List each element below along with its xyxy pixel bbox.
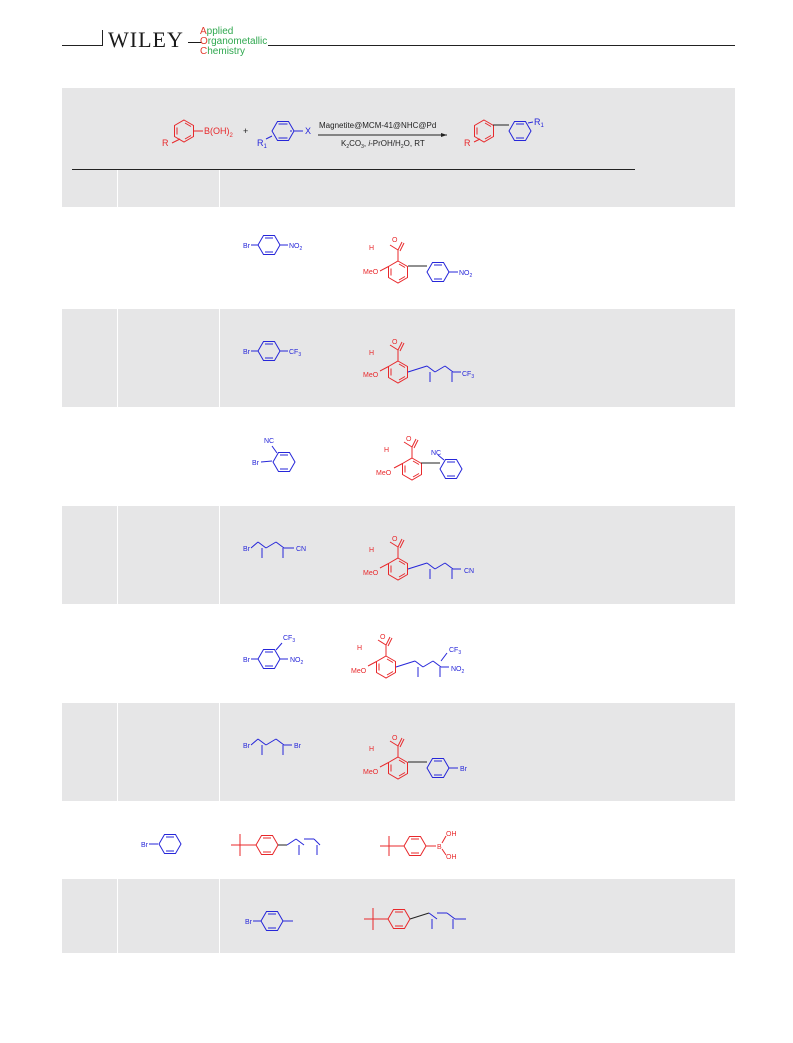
svg-text:O: O — [392, 237, 398, 244]
svg-text:H: H — [384, 447, 389, 454]
header-tick — [102, 30, 103, 46]
svg-text:MeO: MeO — [351, 668, 367, 675]
svg-text:O: O — [392, 735, 398, 742]
col-sep — [219, 309, 220, 407]
svg-text:H: H — [369, 245, 374, 252]
row7-halide: Br — [141, 834, 182, 854]
svg-text:H: H — [369, 547, 374, 554]
row4-halide: Br CN — [243, 541, 306, 558]
row1-product: H O MeO NO2 — [363, 237, 473, 284]
svg-text:CF3: CF3 — [289, 349, 301, 358]
row6-halide: Br Br — [243, 738, 302, 755]
svg-text:OH: OH — [446, 831, 457, 838]
svg-text:O: O — [380, 634, 386, 641]
svg-text:Br: Br — [243, 743, 251, 750]
svg-text:O: O — [406, 436, 412, 443]
header-rule-right — [268, 45, 735, 46]
journal-name: Applied Organometallic Chemistry — [200, 26, 268, 57]
scheme-header-band — [62, 88, 735, 207]
scheme-rule — [72, 169, 635, 170]
row5-halide: CF3 Br NO2 — [243, 635, 304, 669]
publisher-logo: WILEY — [108, 27, 184, 52]
scheme-aryl-halide: X R1 — [257, 121, 311, 150]
row7-boronic: B OH OH — [380, 831, 457, 861]
col-sep — [117, 169, 118, 207]
svg-text:NO2: NO2 — [451, 666, 465, 675]
scheme-boronic-acid: B(OH)2 R — [162, 119, 234, 148]
row-band-8 — [62, 879, 735, 953]
svg-text:Br: Br — [460, 766, 468, 773]
row5-product: H O MeO CF3 NO2 — [351, 634, 465, 679]
col-sep — [117, 506, 118, 604]
row2-halide: Br CF3 — [243, 341, 301, 361]
row6-product: H O MeO Br — [363, 735, 468, 780]
svg-text:O: O — [392, 339, 398, 346]
scheme-arrow: Magnetite@MCM-41@NHC@Pd K2CO3, i-PrOH/H2… — [318, 121, 447, 150]
svg-text:Br: Br — [243, 546, 251, 553]
row7-product — [231, 834, 321, 856]
svg-text:Br: Br — [243, 349, 251, 356]
svg-text:Br: Br — [243, 243, 251, 250]
svg-text:K2CO3, i-PrOH/H2O, RT: K2CO3, i-PrOH/H2O, RT — [341, 139, 425, 150]
col-sep — [117, 879, 118, 953]
svg-text:CF3: CF3 — [462, 371, 474, 380]
svg-text:Magnetite@MCM-41@NHC@Pd: Magnetite@MCM-41@NHC@Pd — [319, 121, 436, 130]
logo-dash — [188, 42, 202, 43]
row4-product: H O MeO CN — [363, 536, 474, 581]
svg-text:MeO: MeO — [363, 570, 379, 577]
col-sep — [219, 506, 220, 604]
svg-text:X: X — [305, 126, 311, 136]
row8-halide: Br — [245, 911, 293, 931]
svg-text:NO2: NO2 — [459, 270, 473, 279]
row3-product: H O MeO NC — [376, 436, 463, 481]
col-sep — [219, 879, 220, 953]
svg-text:H: H — [357, 645, 362, 652]
svg-text:CF3: CF3 — [449, 647, 461, 656]
col-sep — [117, 309, 118, 407]
svg-text:CF3: CF3 — [283, 635, 295, 644]
svg-text:MeO: MeO — [363, 372, 379, 379]
row8-product — [364, 908, 466, 930]
col-sep — [219, 169, 220, 207]
svg-text:CN: CN — [464, 568, 474, 575]
svg-text:NC: NC — [264, 438, 274, 445]
col-sep — [219, 703, 220, 801]
row3-halide: NC Br — [252, 438, 296, 472]
svg-text:NO2: NO2 — [289, 243, 303, 252]
svg-text:R1: R1 — [257, 138, 268, 150]
svg-text:Br: Br — [245, 919, 253, 926]
svg-text:Br: Br — [294, 743, 302, 750]
svg-text:H: H — [369, 746, 374, 753]
svg-text:Br: Br — [141, 842, 149, 849]
svg-text:H: H — [369, 350, 374, 357]
svg-text:NC: NC — [431, 450, 441, 457]
svg-text:B: B — [437, 844, 442, 851]
svg-text:CN: CN — [296, 546, 306, 553]
col-sep — [117, 703, 118, 801]
svg-text:R: R — [162, 138, 169, 148]
row1-halide: Br NO2 — [243, 235, 303, 255]
scheme-product: R R1 — [464, 117, 545, 148]
row2-product: H O MeO CF3 — [363, 339, 474, 384]
svg-text:MeO: MeO — [363, 769, 379, 776]
svg-text:R1: R1 — [534, 117, 545, 129]
header-rule — [62, 45, 102, 46]
svg-text:Br: Br — [243, 657, 251, 664]
svg-text:R: R — [464, 138, 471, 148]
svg-text:B(OH)2: B(OH)2 — [204, 126, 234, 139]
svg-text:O: O — [392, 536, 398, 543]
scheme-plus: + — [243, 126, 248, 136]
svg-text:MeO: MeO — [363, 269, 379, 276]
svg-text:MeO: MeO — [376, 470, 392, 477]
svg-text:Br: Br — [252, 460, 260, 467]
svg-text:OH: OH — [446, 854, 457, 861]
svg-text:NO2: NO2 — [290, 657, 304, 666]
